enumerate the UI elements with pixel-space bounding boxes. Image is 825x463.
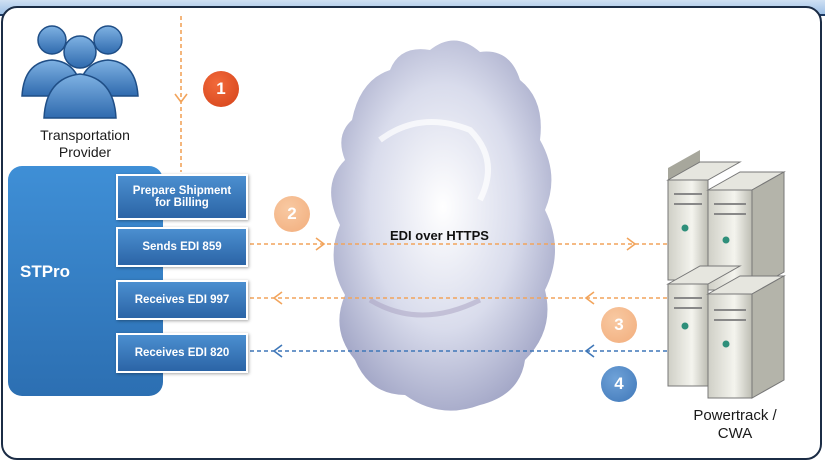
server-label-line2: CWA	[717, 425, 753, 442]
step-receives-820-label: Receives EDI 820	[134, 347, 230, 359]
arrow-receives-820	[250, 344, 668, 358]
badge-step-1: 1	[203, 71, 239, 107]
server-label-line1: Powertrack /	[693, 407, 777, 424]
arrow-sends-859	[250, 237, 668, 251]
step-receives-997: Receives EDI 997	[116, 280, 248, 320]
step-prepare-line1: Prepare Shipment	[132, 185, 232, 197]
arrow-receives-997	[250, 291, 668, 305]
step-prepare-line2: for Billing	[155, 197, 209, 209]
step-prepare-shipment: Prepare Shipment for Billing	[116, 174, 248, 220]
step-receives-820: Receives EDI 820	[116, 333, 248, 373]
badge-step-2: 2	[274, 196, 310, 232]
cloud-icon	[331, 40, 555, 411]
provider-label: Transportation Provider	[20, 127, 150, 161]
people-icon	[21, 25, 139, 119]
step-sends-859: Sends EDI 859	[116, 227, 248, 267]
edi-over-https-label: EDI over HTTPS	[390, 228, 489, 243]
arrow-step-1	[174, 16, 188, 172]
provider-label-line1: Transportation	[40, 127, 130, 143]
provider-label-line2: Provider	[58, 144, 112, 160]
step-sends-859-label: Sends EDI 859	[142, 241, 222, 253]
server-label: Powertrack / CWA	[670, 407, 800, 443]
badge-step-3: 3	[601, 307, 637, 343]
stpro-label: STPro	[20, 262, 71, 281]
step-receives-997-label: Receives EDI 997	[134, 294, 230, 306]
badge-step-4: 4	[601, 366, 637, 402]
server-icon	[666, 150, 786, 399]
